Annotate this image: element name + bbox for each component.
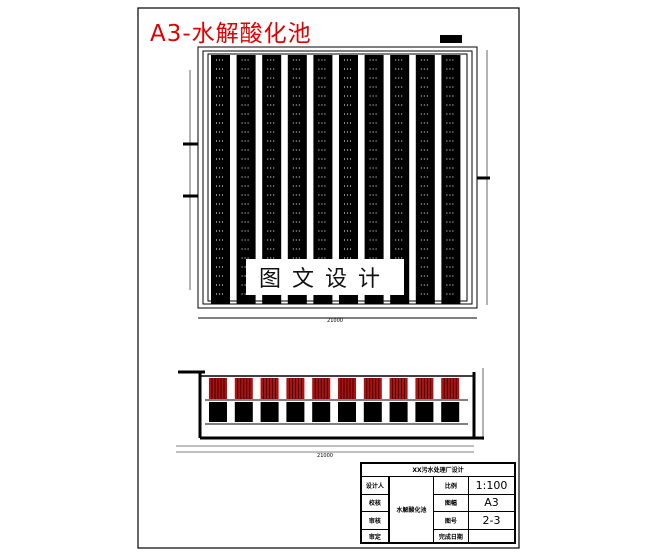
label: 图号 [432,511,469,531]
label: 比例 [432,475,469,495]
label: 校核 [361,493,389,513]
sludge-zone [312,402,331,422]
plan-inner-wall [202,50,473,305]
watermark: 图文设计 [246,259,404,295]
pump-symbol [440,35,462,43]
sludge-zone [441,402,460,422]
section-bay [389,378,408,422]
label: 完成日期 [432,529,469,543]
drawing-name: 水解酸化池 [389,475,434,544]
section-view [176,368,484,453]
sludge-zone [415,402,434,422]
date-value [467,529,516,543]
label: 图幅 [432,493,469,513]
media-strip [441,55,461,304]
section-bay [415,378,434,422]
label: 审核 [361,511,389,531]
sheet-border [137,7,520,549]
sludge-zone [389,402,408,422]
plan-tank-edge [207,53,468,302]
sludge-zone [338,402,356,422]
sludge-zone [234,402,253,422]
media-strip [287,55,307,304]
section-bay [338,378,356,422]
section-bay [441,378,460,422]
media-strip [236,55,256,304]
media-strip [339,55,358,304]
section-bay [209,378,227,422]
label: 审定 [361,529,389,543]
media-strip [211,55,230,304]
section-dimension-label: 21000 [317,453,333,459]
label: 设计人 [361,475,389,495]
title-block-header: XX污水处理厂设计 [361,463,515,477]
media-strip [262,55,282,304]
drawing-title: A3-水解酸化池 [150,21,312,47]
section-bay [312,378,331,422]
plan-view [183,35,490,319]
sheet-size-value: A3 [467,493,516,513]
section-bay [260,378,279,422]
media-strip [313,55,333,304]
media-strip [364,55,384,304]
section-bay [234,378,253,422]
sludge-zone [260,402,279,422]
scale-value: 1:100 [467,475,516,495]
sludge-zone [363,402,382,422]
section-bay [286,378,305,422]
media-strip [390,55,410,304]
section-bay [363,378,382,422]
sludge-zone [209,402,227,422]
drawing-number-value: 2-3 [467,511,516,531]
plan-dimension-label: 21000 [327,318,343,324]
media-strip [415,55,435,304]
sludge-zone [286,402,305,422]
